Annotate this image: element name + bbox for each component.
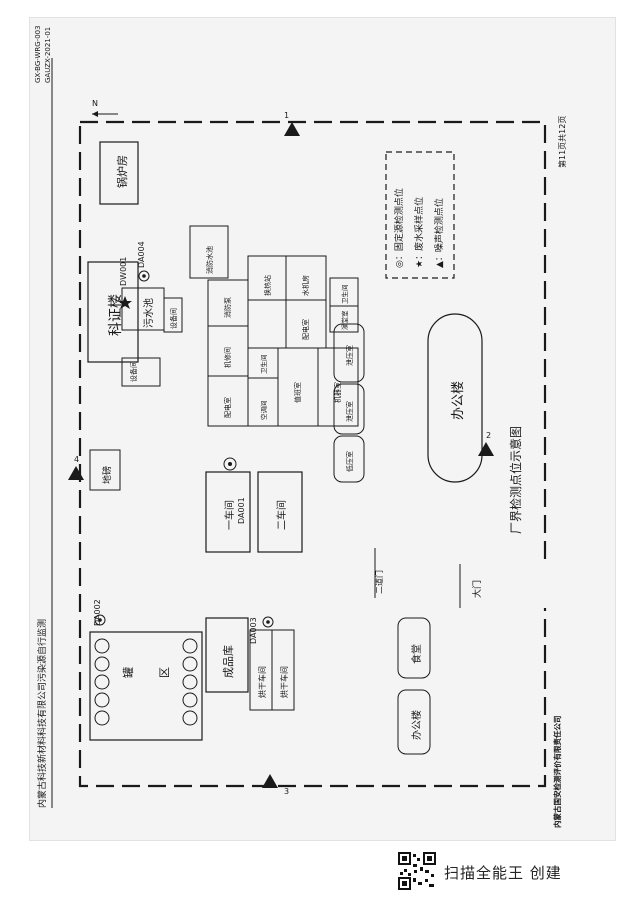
drying-1-label: 烘干车间 <box>257 666 267 698</box>
noise-point-4-icon <box>68 466 84 480</box>
da003-label: DA003 <box>249 617 258 644</box>
sewage-pool <box>121 287 165 331</box>
bath-label: 澡堂室 <box>340 310 349 330</box>
kezheng-building <box>87 261 139 363</box>
tank-area <box>89 631 203 741</box>
workshop-2 <box>257 471 303 553</box>
office-building-main <box>427 313 483 483</box>
north-arrow-icon <box>92 111 98 117</box>
repair-label: 机修间 <box>223 347 232 368</box>
north-label: N <box>92 99 98 108</box>
legend-box <box>385 151 455 279</box>
canteen <box>397 617 431 679</box>
main-gate-label: 大门 <box>471 580 483 598</box>
da002-point-icon <box>94 614 106 626</box>
relief-1-label: 泄压室 <box>345 345 354 366</box>
tank-circles <box>94 638 198 726</box>
noise-point-2-icon <box>478 442 494 456</box>
drying-2-label: 烘干车间 <box>279 666 289 698</box>
map-title: 厂界检测点位示意图 <box>508 426 523 534</box>
finished-label: 成品库 <box>222 645 235 678</box>
equipment-room-small-label: 设备间 <box>169 308 178 329</box>
finished-goods-warehouse <box>205 617 249 693</box>
drying-workshop-2 <box>271 629 295 711</box>
header-code2: GAUZX-2021-01 <box>44 27 52 83</box>
qr-code-icon <box>398 852 436 890</box>
scanned-page: 内蒙古科技新材料科技有限公司污染源自行监测 GX-BG-WRG-003 GAUZ… <box>30 18 615 840</box>
workshop-1 <box>205 471 251 553</box>
da004-point-icon <box>138 270 150 282</box>
relief-room-2 <box>333 383 365 435</box>
boundary-point-4: 4 <box>74 455 79 464</box>
sewage-pool-label: 污水池 <box>142 298 155 328</box>
header-code1: GX-BG-WRG-003 <box>34 25 42 83</box>
kezheng-label: 科证楼 <box>108 294 124 336</box>
tank-area-label-1: 罐 <box>122 667 135 678</box>
da003-point-icon <box>262 616 274 628</box>
da001-label: DA001 <box>237 497 246 524</box>
da002-label: DA002 <box>93 599 102 626</box>
noise-point-1-icon <box>284 122 300 136</box>
boiler-room <box>99 141 139 205</box>
water-machine-label: 水机房 <box>301 275 310 296</box>
scan-app-label: 扫描全能王 创建 <box>444 864 562 882</box>
page-number: 第11页共12页 <box>557 116 567 168</box>
aircond-label: 空调间 <box>259 401 268 421</box>
weighbridge <box>89 449 121 491</box>
relief-2-label: 泄压室 <box>345 401 354 422</box>
toilet2-label: 卫生间 <box>340 285 349 305</box>
pump-station-label: 换热站 <box>263 275 272 296</box>
toilet-label: 卫生间 <box>259 355 268 375</box>
machine-room <box>317 347 359 427</box>
fire-pool <box>189 225 229 279</box>
fire-pump-label: 消防泵 <box>223 297 232 318</box>
boundary-point-3: 3 <box>284 787 289 796</box>
low-voltage-room <box>333 435 365 483</box>
low-voltage-label: 低压室 <box>345 451 354 472</box>
legend-water: ★：废水采样点位 <box>413 197 425 268</box>
workshop-2-label: 二车间 <box>275 500 288 530</box>
weighbridge-label: 地磅 <box>101 466 113 484</box>
da001-point-icon <box>223 457 237 471</box>
header-company: 内蒙古科技新材料科技有限公司污染源自行监测 <box>36 619 48 808</box>
office-main-label: 办公楼 <box>451 381 466 420</box>
fire-pool-label: 消防水池 <box>205 246 214 274</box>
legend-noise: ▲：噪声检测点位 <box>433 198 445 268</box>
tank-area-label-2: 区 <box>158 667 171 678</box>
power-room-2 <box>285 299 327 349</box>
plant-boundary <box>78 120 547 788</box>
canteen-label: 食堂 <box>410 644 423 664</box>
bath-room <box>329 305 359 333</box>
noise-point-3-icon <box>262 774 278 788</box>
relief-room-1 <box>333 323 365 383</box>
footer-company: 内蒙古国安检测评价有限责任公司 <box>552 716 562 829</box>
boundary-point-1: 1 <box>284 111 289 120</box>
legend-fixed: ◎：固定源检测点位 <box>393 188 405 268</box>
dw001-label: DW001 <box>119 257 128 286</box>
site-map-svg: 内蒙古科技新材料科技有限公司污染源自行监测 GX-BG-WRG-003 GAUZ… <box>34 25 567 829</box>
da004-label: DA004 <box>137 241 146 268</box>
power-room-label: 配电室 <box>223 397 232 418</box>
power-room-2-label: 配电室 <box>301 319 310 340</box>
office-small-label: 办公楼 <box>410 710 423 740</box>
equipment-room-2 <box>121 357 161 387</box>
workshop-1-label: 一车间 <box>223 500 236 530</box>
machine-label: 机器室 <box>333 382 342 403</box>
equipment-room-2-label: 设备间 <box>129 361 138 382</box>
scan-footer: 扫描全能王 创建 <box>398 852 598 892</box>
equipment-room-small <box>163 297 183 333</box>
boundary-point-2: 2 <box>486 431 491 440</box>
office-small <box>397 689 431 755</box>
wastewater-point-icon <box>118 296 132 309</box>
gate2-label: 二道门 <box>374 570 384 594</box>
duty-label: 值班室 <box>293 382 302 403</box>
boiler-room-label: 锅炉房 <box>116 155 129 188</box>
